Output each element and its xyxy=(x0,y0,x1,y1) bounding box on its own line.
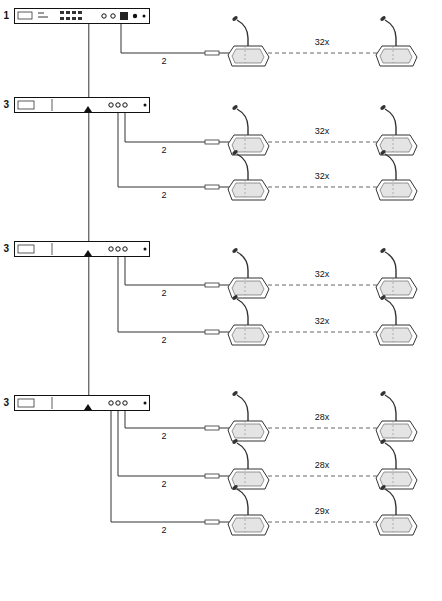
callout-number: 3 xyxy=(3,244,9,254)
unit-count: 32x xyxy=(314,172,331,181)
cable-connector xyxy=(205,520,219,524)
extension-unit: 3 xyxy=(14,97,150,113)
cable-connector xyxy=(205,474,219,478)
unit-count: 28x xyxy=(314,413,331,422)
delegate-unit xyxy=(228,15,269,66)
delegate-unit xyxy=(376,149,417,200)
callout-number: 2 xyxy=(160,289,167,298)
callout-number: 3 xyxy=(3,100,9,110)
callout-number: 1 xyxy=(3,11,9,21)
delegate-unit xyxy=(228,247,269,298)
delegate-unit xyxy=(228,149,269,200)
delegate-cable xyxy=(125,257,205,285)
delegate-cable xyxy=(219,332,229,333)
delegate-unit xyxy=(376,390,417,441)
delegate-cable xyxy=(121,24,205,53)
system-cable xyxy=(88,113,89,241)
delegate-cable xyxy=(118,257,205,332)
delegate-cable xyxy=(118,411,205,476)
unit-count: 32x xyxy=(314,127,331,136)
unit-count: 32x xyxy=(314,38,331,47)
delegate-cable xyxy=(219,428,229,429)
delegate-cable xyxy=(111,411,205,522)
delegate-unit xyxy=(376,247,417,298)
delegate-unit xyxy=(376,15,417,66)
delegate-unit xyxy=(376,294,417,345)
callout-number: 2 xyxy=(160,526,167,535)
cable-connector xyxy=(205,330,219,334)
daisy-chain-line xyxy=(268,476,377,477)
system-cable xyxy=(88,24,89,97)
cable-connector xyxy=(205,185,219,189)
system-cable xyxy=(88,257,89,395)
daisy-chain-line xyxy=(268,187,377,188)
callout-number: 2 xyxy=(160,191,167,200)
unit-count: 32x xyxy=(314,270,331,279)
extension-unit: 3 xyxy=(14,395,150,411)
daisy-chain-line xyxy=(268,428,377,429)
callout-number: 2 xyxy=(160,57,167,66)
delegate-cable xyxy=(219,522,229,523)
cable-connector xyxy=(205,426,219,430)
daisy-chain-line xyxy=(268,332,377,333)
delegate-cable xyxy=(219,285,229,286)
delegate-unit xyxy=(228,294,269,345)
extension-unit: 3 xyxy=(14,241,150,257)
delegate-cable xyxy=(125,113,205,142)
delegate-unit xyxy=(376,104,417,155)
cable-connector xyxy=(205,140,219,144)
delegate-unit xyxy=(228,438,269,489)
delegate-cable xyxy=(219,187,229,188)
delegate-unit xyxy=(228,104,269,155)
daisy-chain-line xyxy=(268,285,377,286)
daisy-chain-line xyxy=(268,142,377,143)
cable-connector xyxy=(205,51,219,55)
daisy-chain-line xyxy=(268,522,377,523)
delegate-unit xyxy=(376,484,417,535)
cable-connector xyxy=(205,283,219,287)
callout-number: 2 xyxy=(160,480,167,489)
callout-number: 3 xyxy=(3,398,9,408)
delegate-cable xyxy=(219,53,229,54)
delegate-cable xyxy=(125,411,205,428)
daisy-chain-line xyxy=(268,53,377,54)
central-unit: 1 xyxy=(14,8,150,24)
delegate-cable xyxy=(219,476,229,477)
callout-number: 2 xyxy=(160,432,167,441)
delegate-unit xyxy=(228,390,269,441)
callout-number: 2 xyxy=(160,336,167,345)
unit-count: 32x xyxy=(314,317,331,326)
unit-count: 29x xyxy=(314,507,331,516)
delegate-cable xyxy=(219,142,229,143)
unit-count: 28x xyxy=(314,461,331,470)
delegate-unit xyxy=(228,484,269,535)
delegate-unit xyxy=(376,438,417,489)
callout-number: 2 xyxy=(160,146,167,155)
delegate-cable xyxy=(118,113,205,187)
